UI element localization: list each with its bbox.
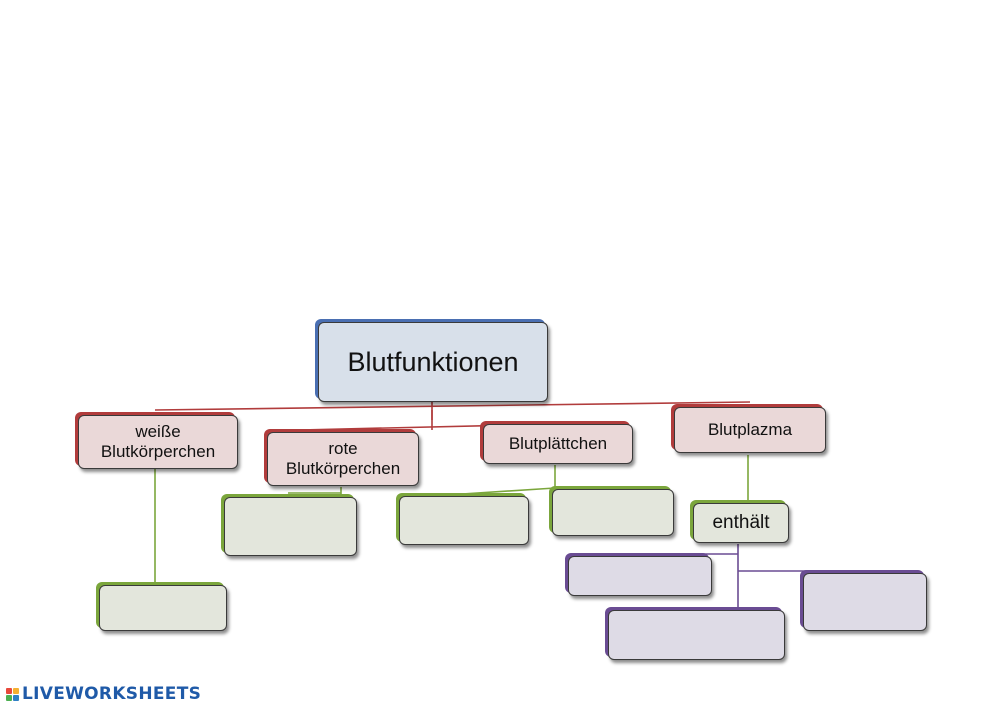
logo-square-blue bbox=[13, 694, 19, 701]
brand-name: LIVEWORKSHEETS bbox=[22, 684, 202, 704]
contains-label: enthält bbox=[712, 511, 770, 533]
root-connectors bbox=[154, 401, 751, 431]
liveworksheets-brand[interactable]: LIVEWORKSHEETS bbox=[6, 684, 201, 704]
logo-square-red bbox=[6, 687, 12, 694]
root-label: Blutfunktionen bbox=[347, 346, 519, 377]
answer-box-plasma-1[interactable] bbox=[568, 556, 712, 596]
answer-box-platelets-1[interactable] bbox=[399, 496, 529, 545]
answer-box-plasma-3[interactable] bbox=[803, 573, 927, 631]
branch-white-blood-cells: weiße Blutkörperchen bbox=[78, 415, 238, 469]
branch-white-label: weiße Blutkörperchen bbox=[100, 421, 216, 461]
branch-platelets-label: Blutplättchen bbox=[508, 433, 608, 453]
plasma-connectors bbox=[636, 544, 862, 608]
branch-platelets: Blutplättchen bbox=[483, 424, 633, 464]
answer-connectors bbox=[154, 455, 749, 583]
contains-node: enthält bbox=[693, 503, 789, 543]
answer-box-plasma-2[interactable] bbox=[608, 610, 785, 660]
answer-box-red[interactable] bbox=[224, 497, 357, 556]
branch-plasma-label: Blutplazma bbox=[707, 419, 793, 439]
branch-red-label: rote Blutkörperchen bbox=[285, 438, 401, 478]
branch-red-blood-cells: rote Blutkörperchen bbox=[267, 432, 419, 486]
logo-square-green bbox=[6, 694, 12, 701]
liveworksheets-logo-icon bbox=[6, 687, 19, 701]
logo-square-yellow bbox=[13, 687, 19, 694]
answer-box-platelets-2[interactable] bbox=[552, 489, 674, 536]
answer-box-white[interactable] bbox=[99, 585, 227, 631]
root-node: Blutfunktionen bbox=[318, 322, 548, 402]
branch-plasma: Blutplazma bbox=[674, 407, 826, 453]
